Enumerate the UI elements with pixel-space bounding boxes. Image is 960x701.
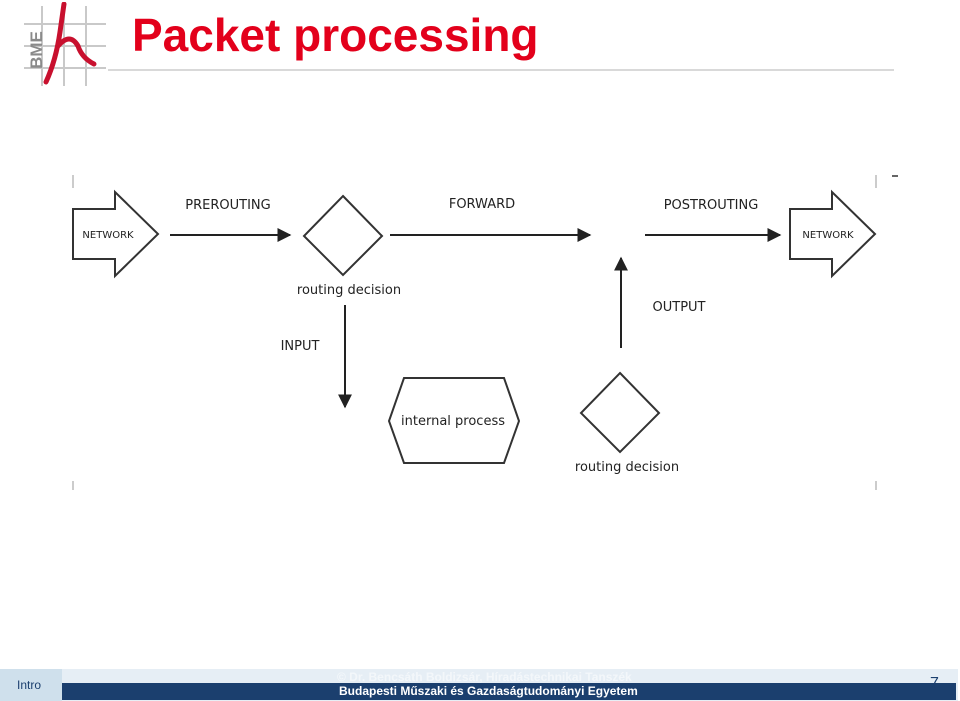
footer-bar: Intro © Dr. Bencsáth Boldizsár, Híradást… [0,669,960,701]
output-label: OUTPUT [653,300,706,315]
bme-logo: BME [24,2,106,86]
internal-process-node: internal process [387,377,521,464]
page-number: 7 [930,675,939,692]
network-in-label: NETWORK [82,230,134,241]
network-in-node: NETWORK [72,189,160,279]
routing-decision-2-label: routing decision [575,460,679,475]
internal-process-label: internal process [401,414,505,429]
routing-decision-2-node: routing decision [575,371,679,475]
page-title: Packet processing [132,9,539,61]
network-out-node: NETWORK [789,189,877,279]
postrouting-label: POSTROUTING [664,198,759,213]
routing-decision-1-node: routing decision [297,194,401,298]
footer-university: Budapesti Műszaki és Gazdaságtudományi E… [339,684,638,698]
footer-left-panel [0,669,62,701]
network-out-label: NETWORK [802,230,854,241]
prerouting-label: PREROUTING [185,198,270,213]
forward-label: FORWARD [449,197,515,212]
footer-copyright: © Dr. Bencsáth Boldizsár, Híradástechnik… [337,670,632,684]
logo-text: BME [27,31,46,69]
title-divider [108,69,894,71]
routing-decision-1-label: routing decision [297,283,401,298]
footer-section-label: Intro [17,678,42,692]
footer-dark-strip [62,683,956,700]
input-label: INPUT [281,339,320,354]
